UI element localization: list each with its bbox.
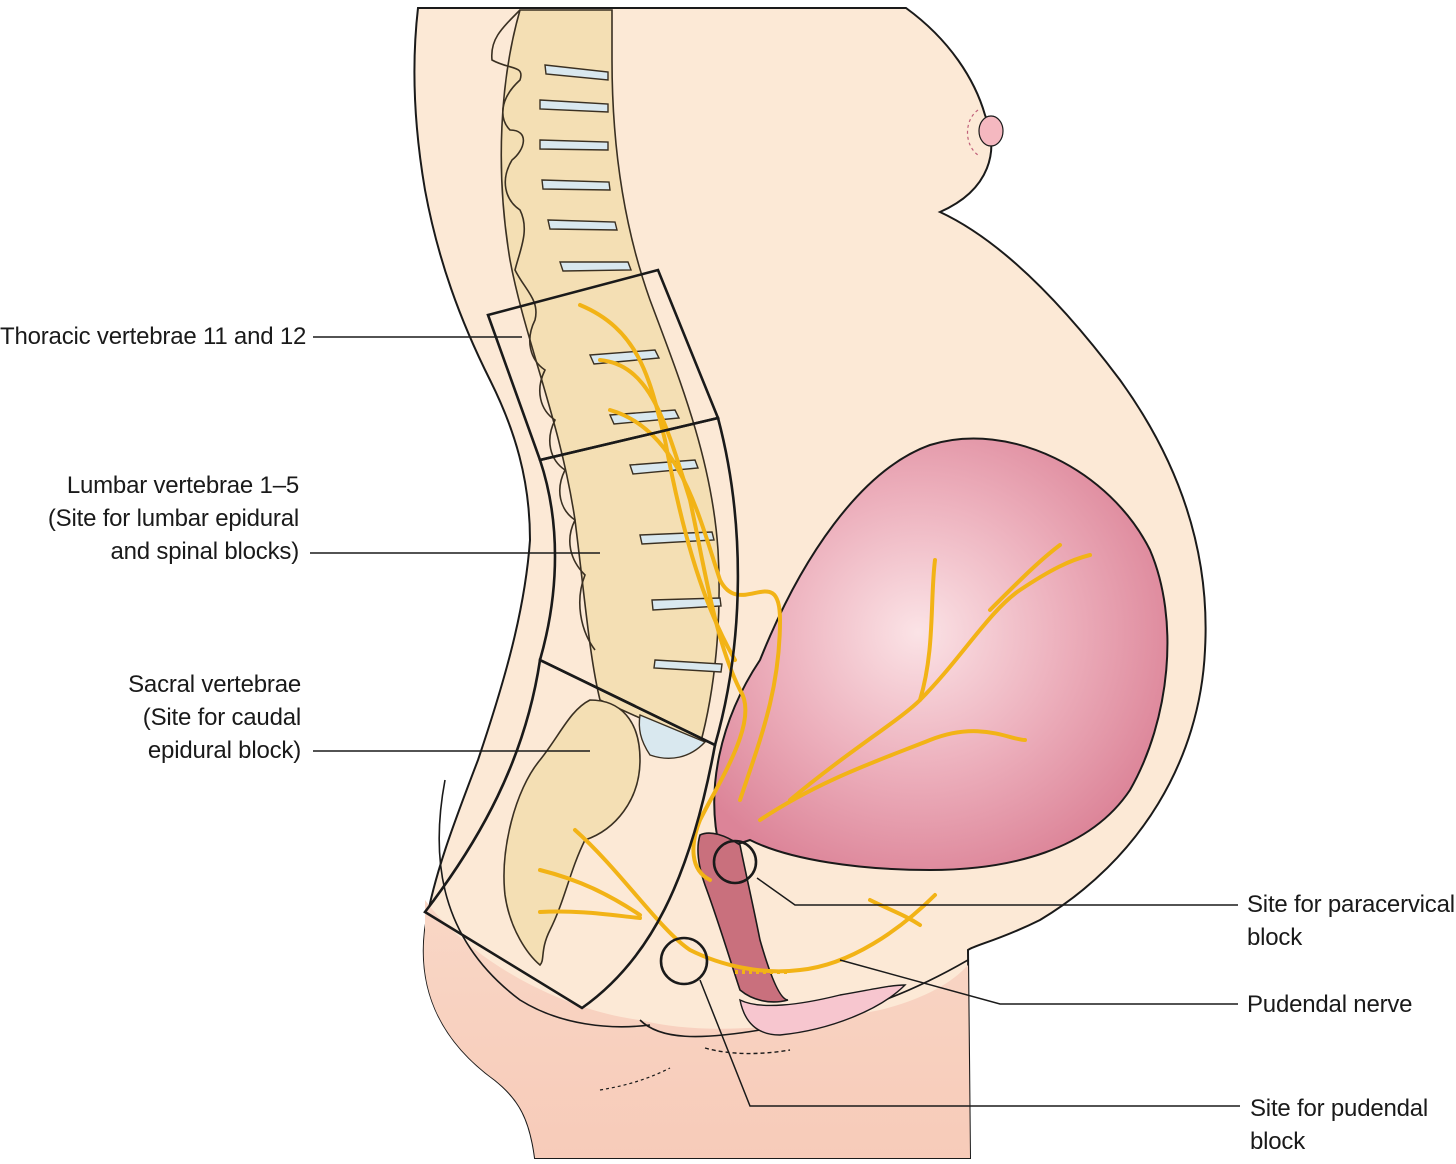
label-pudendal-block: Site for pudendal block <box>1250 1095 1429 1155</box>
label-pudendal-nerve: Pudendal nerve <box>1247 991 1413 1018</box>
labia-dash <box>704 1047 791 1055</box>
fold-dash <box>599 1067 671 1091</box>
region-brackets <box>423 268 740 1010</box>
vulva <box>739 984 907 1036</box>
pudendal-site-circle <box>659 936 709 986</box>
paracervical-site-circle <box>712 839 758 885</box>
label-thoracic-vertebrae: Thoracic vertebrae 11 and 12 <box>0 323 307 350</box>
lower-body <box>423 900 970 1158</box>
label-sacral-vertebrae: Sacral vertebrae (Site for caudal epidur… <box>128 671 301 764</box>
label-paracervical-block: Site for paracervical block <box>1247 891 1455 951</box>
cervix <box>697 832 789 1003</box>
leader-lines <box>310 336 1240 1107</box>
areola-dash <box>966 109 979 156</box>
label-lumbar-vertebrae: Lumbar vertebrae 1–5 (Site for lumbar ep… <box>47 472 299 565</box>
spine <box>491 9 723 759</box>
uterus <box>713 437 1169 872</box>
nipple <box>978 115 1004 147</box>
buttock-line <box>438 779 651 1028</box>
nerves <box>538 303 1092 974</box>
sacrum <box>503 699 641 967</box>
